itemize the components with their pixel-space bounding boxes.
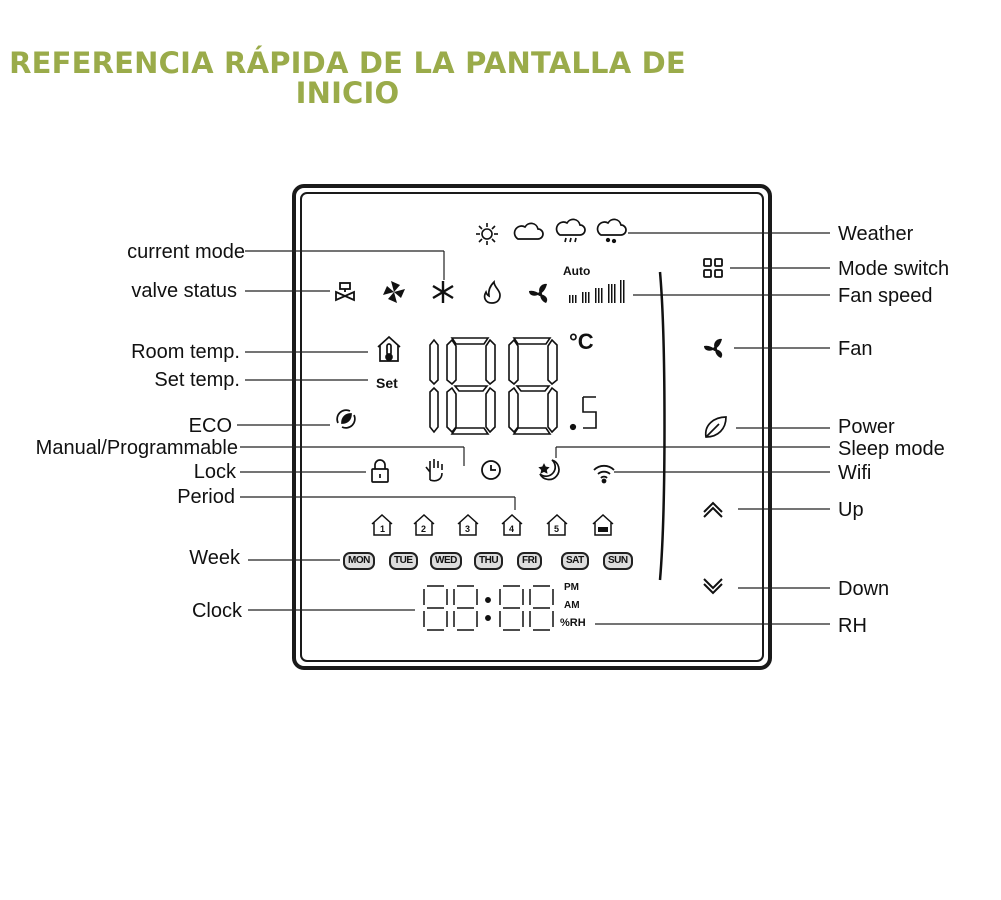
cloud-icon [513, 222, 544, 240]
clock-icon [481, 460, 501, 480]
fan-speed-bars [569, 280, 625, 303]
title-line-1: REFERENCIA RÁPIDA DE LA PANTALLA DE [9, 46, 686, 80]
house-thermometer-icon [377, 335, 401, 362]
label-wifi: Wifi [838, 462, 872, 484]
label-power: Power [838, 416, 895, 438]
fan-button-icon[interactable] [704, 338, 723, 358]
day-wed: WED [430, 552, 462, 570]
wifi-icon [593, 464, 615, 484]
label-weather: Weather [838, 223, 914, 245]
device-frame [292, 184, 772, 670]
svg-text:3: 3 [465, 524, 470, 534]
chevron-up-icon[interactable] [703, 501, 723, 518]
chevron-down-icon[interactable] [703, 578, 723, 595]
unit-label: °C [569, 329, 594, 354]
day-thu: THU [474, 552, 504, 570]
svg-text:1: 1 [380, 524, 385, 534]
rh-display-label: %RH [560, 617, 586, 629]
period-4-icon: 4 [501, 513, 523, 536]
label-down: Down [838, 578, 890, 600]
mode-grid-icon[interactable] [703, 258, 723, 278]
leader-lines [237, 232, 830, 625]
title-line-2: INICIO [295, 76, 400, 110]
rain-cloud-icon [555, 218, 586, 243]
label-fan: Fan [838, 338, 873, 360]
label-up: Up [838, 499, 864, 521]
day-sun: SUN [603, 552, 633, 570]
period-6-icon [592, 513, 614, 536]
temperature-digits [429, 337, 597, 435]
label-eco: ECO [188, 415, 232, 437]
clock-digits [423, 585, 554, 631]
page-title: REFERENCIA RÁPIDA DE LA PANTALLA DE INIC… [0, 48, 695, 108]
slider-bar [658, 271, 666, 581]
label-manual-programmable: Manual/Programmable [35, 437, 238, 459]
lock-icon [371, 459, 389, 483]
period-1-icon: 1 [371, 513, 393, 536]
sun-icon [476, 223, 498, 245]
svg-text:2: 2 [421, 524, 426, 534]
auto-label: Auto [563, 264, 591, 278]
leaf-icon[interactable] [704, 416, 727, 438]
valve-icon [335, 282, 355, 302]
day-tue: TUE [389, 552, 418, 570]
svg-text:4: 4 [509, 524, 514, 534]
fan-icon [383, 281, 405, 303]
flame-icon [483, 279, 501, 304]
label-room-temp: Room temp. [131, 341, 240, 363]
label-current-mode: current mode [127, 241, 245, 263]
label-rh: RH [838, 615, 867, 637]
hand-icon [425, 459, 443, 482]
period-5-icon: 5 [546, 513, 568, 536]
fan-blade-icon [529, 283, 548, 303]
day-sat: SAT [561, 552, 589, 570]
label-sleep-mode: Sleep mode [838, 438, 945, 460]
label-set-temp: Set temp. [154, 369, 240, 391]
moon-icon [538, 459, 560, 481]
eco-icon [336, 409, 356, 429]
label-fan-speed: Fan speed [838, 285, 933, 307]
set-label: Set [376, 375, 398, 391]
snowflake-icon [432, 281, 454, 303]
label-clock: Clock [191, 600, 242, 622]
period-icons: 1 2 3 4 5 [371, 513, 614, 536]
label-period: Period [177, 486, 235, 508]
label-week: Week [189, 547, 240, 569]
svg-text:5: 5 [554, 524, 559, 534]
label-valve-status: valve status [131, 280, 237, 302]
day-mon: MON [343, 552, 375, 570]
snow-cloud-icon [596, 218, 627, 244]
period-2-icon: 2 [413, 513, 435, 536]
pm-label: PM [564, 582, 579, 593]
day-fri: FRI [517, 552, 542, 570]
am-label: AM [564, 600, 580, 611]
period-3-icon: 3 [457, 513, 479, 536]
label-lock: Lock [193, 461, 236, 483]
label-mode-switch: Mode switch [838, 258, 950, 280]
